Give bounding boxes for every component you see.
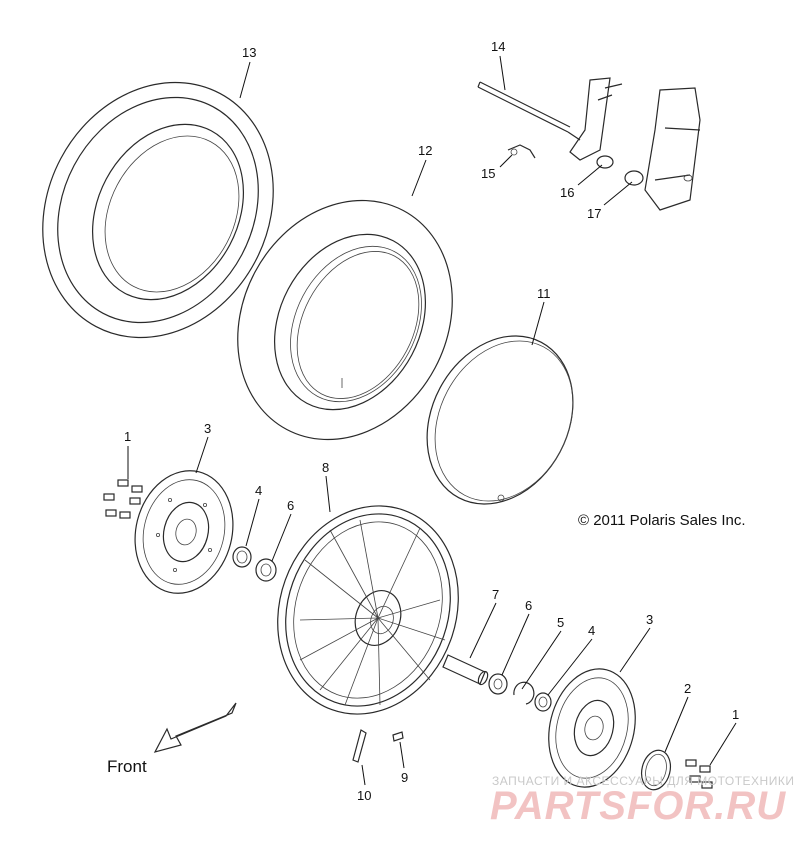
callout-4-right: 4 [588,623,595,638]
spacer [442,654,489,686]
callout-9: 9 [401,770,408,785]
callout-1-left: 1 [124,429,131,444]
callout-6-right: 6 [525,598,532,613]
brake-disc-left [134,470,234,594]
callout-8: 8 [322,460,329,475]
bearing-right-inner [493,678,503,690]
callout-2: 2 [684,681,691,696]
callout-7: 7 [492,587,499,602]
rim-strip [426,335,574,505]
sensor-ring [640,749,672,791]
bearing-right [488,673,508,695]
callout-3-left: 3 [204,421,211,436]
sensor-ring-inner [645,753,667,787]
valve-stem [352,729,367,763]
watermark-tagline: ЗАПЧАСТИ И АКСЕССУАРЫ ДЛЯ МОТОТЕХНИКИ [492,774,795,788]
tire-large [42,81,274,339]
callout-10: 10 [357,788,371,803]
snap-ring [513,681,535,705]
spoked-wheel [277,505,459,715]
seal-left [232,546,252,568]
callout-13: 13 [242,45,256,60]
bolts-left [103,479,143,519]
seal-right-inner [538,696,548,708]
callout-11: 11 [537,286,551,301]
callout-6-left: 6 [287,498,294,513]
callout-5: 5 [557,615,564,630]
watermark-logo: PARTSFOR.RU [490,784,787,828]
bolts-right [685,759,713,789]
copyright-text: © 2011 Polaris Sales Inc. [578,512,746,529]
front-label: Front [107,757,147,776]
callout-labels: 13 14 12 15 16 17 11 1 3 8 4 6 7 6 5 4 3… [124,39,739,803]
seal-right [534,692,552,712]
callout-3-right: 3 [646,612,653,627]
callout-17: 17 [587,206,601,221]
valve-cap [392,731,404,742]
bearing-left-inner [260,563,272,577]
front-arrow [153,702,237,753]
axle-assembly [477,77,701,211]
callout-12: 12 [418,143,432,158]
tire [237,199,453,441]
leader-lines [127,55,737,786]
callout-1-right: 1 [732,707,739,722]
bearing-left [255,558,277,582]
callout-4-left: 4 [255,483,262,498]
callout-16: 16 [560,185,574,200]
seal-left-inner [236,550,248,564]
brake-disc-right [548,668,636,788]
callout-15: 15 [481,166,495,181]
callout-14: 14 [491,39,505,54]
